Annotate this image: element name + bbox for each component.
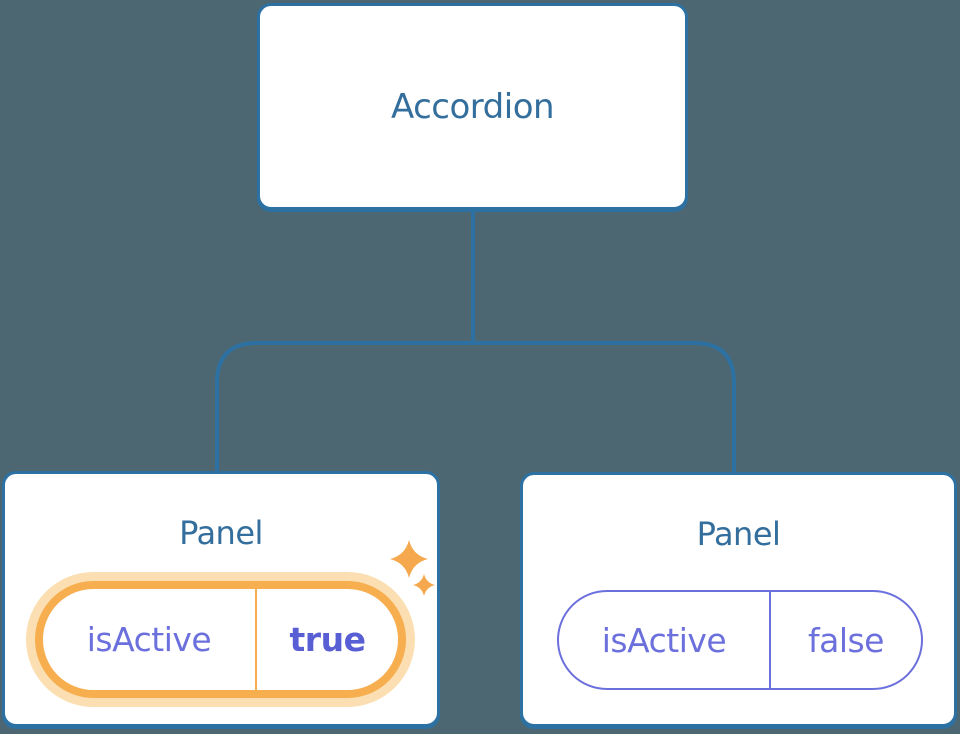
state-key: isActive (86, 620, 212, 659)
sparkle-small (413, 574, 435, 596)
panel-node-inactive: Panel isActive false (520, 472, 957, 727)
pill-divider (769, 592, 771, 688)
state-pill-active: isActive true (35, 581, 406, 698)
sparkles-icon (390, 540, 435, 596)
state-value: true (289, 620, 366, 659)
pill-divider (255, 589, 257, 690)
accordion-node: Accordion (257, 3, 688, 210)
connector-branches (215, 341, 736, 476)
panel-node-label: Panel (179, 514, 263, 552)
accordion-node-label: Accordion (390, 86, 555, 127)
state-pill-inactive: isActive false (557, 590, 923, 690)
state-key: isActive (601, 620, 727, 660)
panel-node-active: Panel isActive true (2, 471, 440, 727)
sparkle-large (390, 540, 428, 578)
panel-node-label: Panel (696, 515, 781, 553)
state-value: false (807, 620, 885, 660)
